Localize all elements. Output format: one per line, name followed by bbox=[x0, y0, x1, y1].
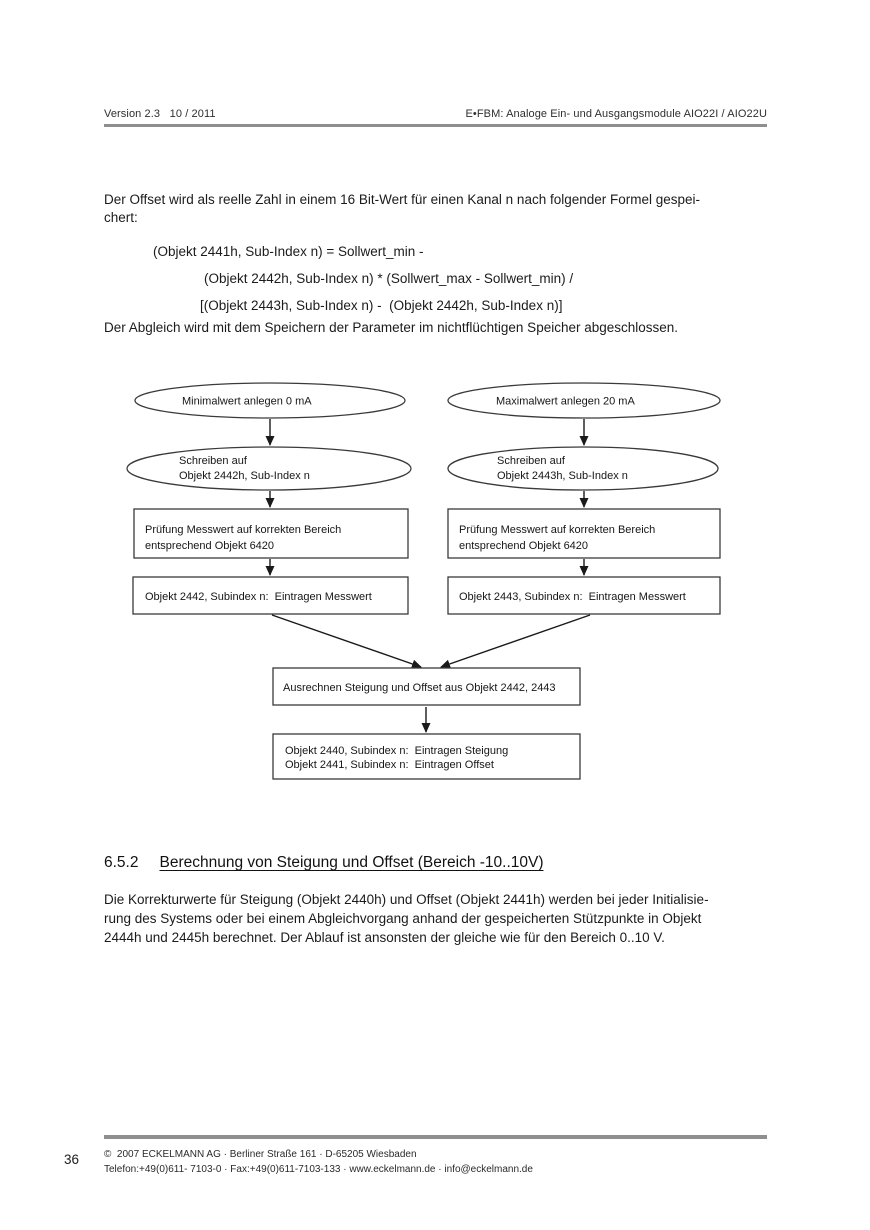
footer-line-1: © 2007 ECKELMANN AG · Berliner Straße 16… bbox=[104, 1149, 417, 1160]
formula-line-3: [(Objekt 2443h, Sub-Index n) - (Objekt 2… bbox=[200, 298, 563, 313]
footer-line-2: Telefon:+49(0)611- 7103-0 · Fax:+49(0)61… bbox=[104, 1164, 533, 1175]
flowchart-label: entsprechend Objekt 6420 bbox=[145, 540, 274, 552]
flowchart-label: Schreiben auf bbox=[179, 455, 248, 467]
intro-closing: Der Abgleich wird mit dem Speichern der … bbox=[104, 320, 679, 335]
section-para-line-3: 2444h und 2445h berechnet. Der Ablauf is… bbox=[104, 930, 665, 945]
intro-line-2: chert: bbox=[104, 210, 138, 225]
section-heading: 6.5.2 Berechnung von Steigung und Offset … bbox=[104, 854, 544, 872]
flowchart-node-max-write bbox=[447, 446, 719, 491]
flowchart-node-min-store bbox=[132, 576, 409, 615]
flowchart-label: Objekt 2443h, Sub-Index n bbox=[497, 470, 628, 482]
header-version: Version 2.3 10 / 2011 bbox=[104, 108, 216, 120]
flowchart-node-min-write bbox=[126, 446, 412, 491]
section-paragraph: Die Korrekturwerte für Steigung (Objekt … bbox=[104, 890, 709, 947]
flowchart-node-compute bbox=[272, 667, 581, 706]
footer-address: © 2007 ECKELMANN AG · Berliner Straße 16… bbox=[104, 1147, 533, 1177]
footer-rule bbox=[104, 1135, 767, 1139]
flowchart-label: Ausrechnen Steigung und Offset aus Objek… bbox=[283, 682, 556, 694]
formula-line-1: (Objekt 2441h, Sub-Index n) = Sollwert_m… bbox=[153, 244, 424, 259]
header-rule bbox=[104, 124, 767, 127]
flowchart-label: Maximalwert anlegen 20 mA bbox=[496, 396, 635, 408]
flowchart-arrow bbox=[440, 614, 591, 669]
flowchart-diagram: Minimalwert anlegen 0 mA Schreiben auf O… bbox=[126, 382, 721, 780]
section-number: 6.5.2 bbox=[104, 854, 139, 871]
flowchart-node-max-start bbox=[447, 382, 721, 419]
flowchart-label: Objekt 2442h, Sub-Index n bbox=[179, 470, 310, 482]
flowchart-label: entsprechend Objekt 6420 bbox=[459, 540, 588, 552]
header-doc-title: E•FBM: Analoge Ein- und Ausgangsmodule A… bbox=[465, 108, 767, 120]
flowchart-label: Objekt 2441, Subindex n: Eintragen Offse… bbox=[285, 759, 494, 771]
flowchart-node-max-store bbox=[447, 576, 721, 615]
flowchart-label: Objekt 2440, Subindex n: Eintragen Steig… bbox=[285, 745, 508, 757]
flowchart-node-result bbox=[272, 733, 581, 780]
section-para-line-2: rung des Systems oder bei einem Abgleich… bbox=[104, 911, 702, 926]
flowchart-label: Minimalwert anlegen 0 mA bbox=[182, 396, 312, 408]
formula-line-2: (Objekt 2442h, Sub-Index n) * (Sollwert_… bbox=[204, 271, 574, 286]
page-number: 36 bbox=[64, 1152, 80, 1167]
section-para-line-1: Die Korrekturwerte für Steigung (Objekt … bbox=[104, 892, 709, 907]
flowchart-node-min-check bbox=[133, 508, 409, 559]
flowchart-node-max-check bbox=[447, 508, 721, 559]
section-title: Berechnung von Steigung und Offset (Bere… bbox=[159, 854, 544, 871]
flowchart-label: Objekt 2443, Subindex n: Eintragen Messw… bbox=[459, 591, 686, 603]
flowchart-node-min-start bbox=[134, 382, 406, 419]
flowchart-label: Schreiben auf bbox=[497, 455, 566, 467]
intro-line-1: Der Offset wird als reelle Zahl in einem… bbox=[104, 192, 701, 207]
flowchart-label: Prüfung Messwert auf korrekten Bereich bbox=[145, 524, 341, 536]
flowchart-arrow bbox=[271, 614, 422, 669]
flowchart-label: Prüfung Messwert auf korrekten Bereich bbox=[459, 524, 655, 536]
flowchart-label: Objekt 2442, Subindex n: Eintragen Messw… bbox=[145, 591, 372, 603]
